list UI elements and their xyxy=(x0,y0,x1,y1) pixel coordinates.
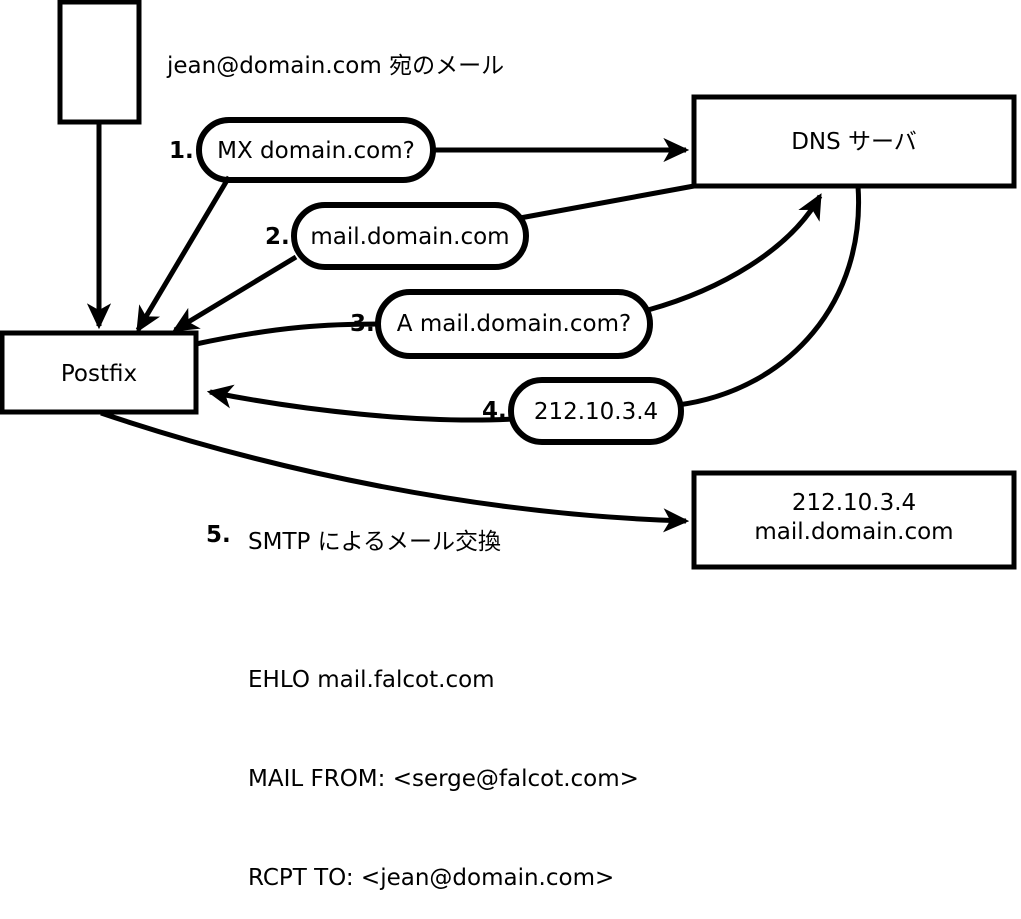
node-remote-mx-box xyxy=(691,470,1017,570)
step-number-4: 4. xyxy=(482,398,507,424)
connector-dns-to-step4 xyxy=(677,185,862,408)
step-number-1: 1. xyxy=(169,138,194,164)
bubble-step-4-label: 212.10.3.4 xyxy=(533,399,659,425)
connector-step3-to-dns xyxy=(647,193,823,313)
node-dns-label: DNS サーバ xyxy=(791,129,917,155)
smtp-line: MAIL FROM: <serge@falcot.com> xyxy=(248,766,639,792)
bubble-step-4 xyxy=(508,377,684,445)
smtp-line: RCPT TO: <jean@domain.com> xyxy=(248,865,615,891)
connector-step1-tail xyxy=(135,175,232,333)
step-number-5: 5. xyxy=(206,522,231,548)
bubble-step-1-label: MX domain.com? xyxy=(217,138,415,164)
node-dns-box xyxy=(691,94,1017,189)
bubble-step-3-label: A mail.domain.com? xyxy=(396,311,632,337)
connector-postfix-to-remote-mx xyxy=(100,410,690,533)
bubble-step-2-label: mail.domain.com xyxy=(310,224,510,250)
connector-step2-to-postfix xyxy=(172,254,298,333)
node-postfix-label: Postfix xyxy=(60,361,138,387)
step-number-3: 3. xyxy=(350,311,375,337)
step-5-caption: SMTP によるメール交換 xyxy=(248,529,501,555)
node-remote-mx-ip: 212.10.3.4 xyxy=(791,490,917,516)
connector-step4-to-postfix xyxy=(206,384,514,423)
bubble-step-2 xyxy=(291,202,529,270)
step-number-2: 2. xyxy=(265,224,290,250)
node-remote-mx-host: mail.domain.com xyxy=(754,519,954,545)
mail-destination-note: jean@domain.com 宛のメール xyxy=(167,53,505,79)
connector-dns-to-step2 xyxy=(519,183,695,221)
smtp-transcript: EHLO mail.falcot.com MAIL FROM: <serge@f… xyxy=(248,598,639,919)
smtp-line: EHLO mail.falcot.com xyxy=(248,667,495,693)
node-postfix-box xyxy=(0,330,199,415)
connector-postfix-to-step3 xyxy=(195,321,381,347)
node-mua-box xyxy=(57,0,142,125)
